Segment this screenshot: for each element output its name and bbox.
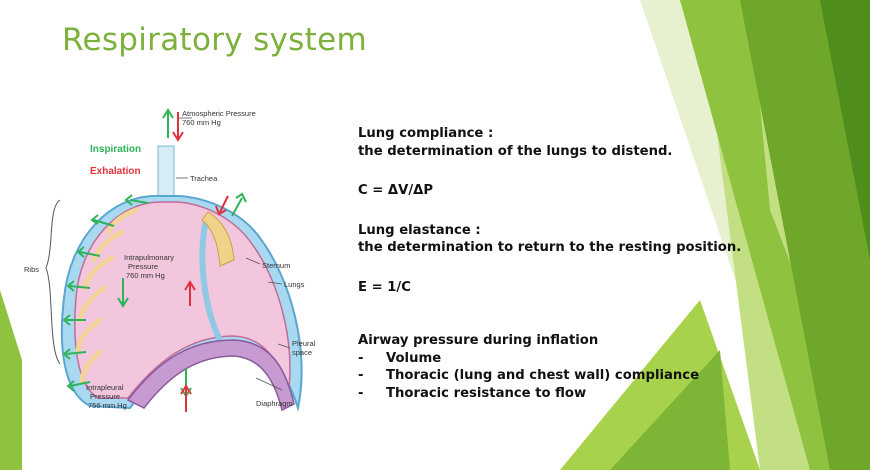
elastance-heading: Lung elastance : bbox=[358, 222, 481, 238]
lungs-shape bbox=[74, 201, 291, 399]
intrapleural-label-1: Intrapleural bbox=[86, 383, 124, 392]
atmospheric-label-1: Atmospheric Pressure bbox=[182, 109, 256, 118]
airway-heading: Airway pressure during inflation bbox=[358, 333, 599, 348]
diaphragm-shape bbox=[126, 339, 295, 412]
airway-list: -Volume -Thoracic (lung and chest wall) … bbox=[358, 350, 863, 403]
exhalation-label: Exhalation bbox=[90, 166, 141, 177]
atmospheric-label-2: 760 mm Hg bbox=[182, 118, 221, 127]
list-item: -Thoracic resistance to flow bbox=[358, 385, 587, 401]
inspiration-arrows bbox=[62, 108, 247, 398]
pleural-label-1: Pleural bbox=[292, 339, 316, 348]
exhalation-arrows bbox=[172, 112, 229, 412]
intrapulmonary-label-1: Intrapulmonary bbox=[124, 253, 174, 262]
sternum-label: Sternum bbox=[262, 261, 290, 270]
ribs-bracket bbox=[45, 199, 61, 365]
list-item: -Volume bbox=[358, 350, 442, 366]
compliance-formula: C = ΔV/ΔP bbox=[358, 183, 434, 198]
elastance-formula: E = 1/C bbox=[358, 279, 411, 295]
intrapulmonary-label-3: 760 mm Hg bbox=[126, 271, 165, 280]
diaphragm-label: Diaphragm bbox=[256, 399, 293, 408]
respiratory-diagram: Atmospheric Pressure 760 mm Hg Inspirati… bbox=[24, 108, 316, 412]
intrapulmonary-label-2: Pressure bbox=[128, 262, 158, 271]
compliance-heading: Lung compliance : bbox=[358, 126, 494, 141]
list-item: -Thoracic (lung and chest wall) complian… bbox=[358, 368, 700, 383]
pleural-label-2: space bbox=[292, 348, 312, 357]
compliance-text: the determination of the lungs to disten… bbox=[358, 143, 673, 159]
sternum-shape bbox=[201, 211, 235, 267]
slide-title: Respiratory system bbox=[62, 22, 367, 58]
content-text: Lung compliance : the determination of t… bbox=[358, 125, 863, 402]
intrapleural-label-3: 756 mm Hg bbox=[88, 401, 127, 410]
intrapleural-label-2: Pressure bbox=[90, 392, 120, 401]
inspiration-label: Inspiration bbox=[90, 144, 141, 155]
ribs-label: Ribs bbox=[24, 265, 39, 274]
trachea-shape bbox=[157, 145, 175, 199]
lungs-label: Lungs bbox=[284, 280, 305, 289]
trachea-label: Trachea bbox=[190, 174, 218, 183]
ribs-shape bbox=[75, 207, 139, 385]
elastance-text: the determination to return to the resti… bbox=[358, 240, 742, 255]
